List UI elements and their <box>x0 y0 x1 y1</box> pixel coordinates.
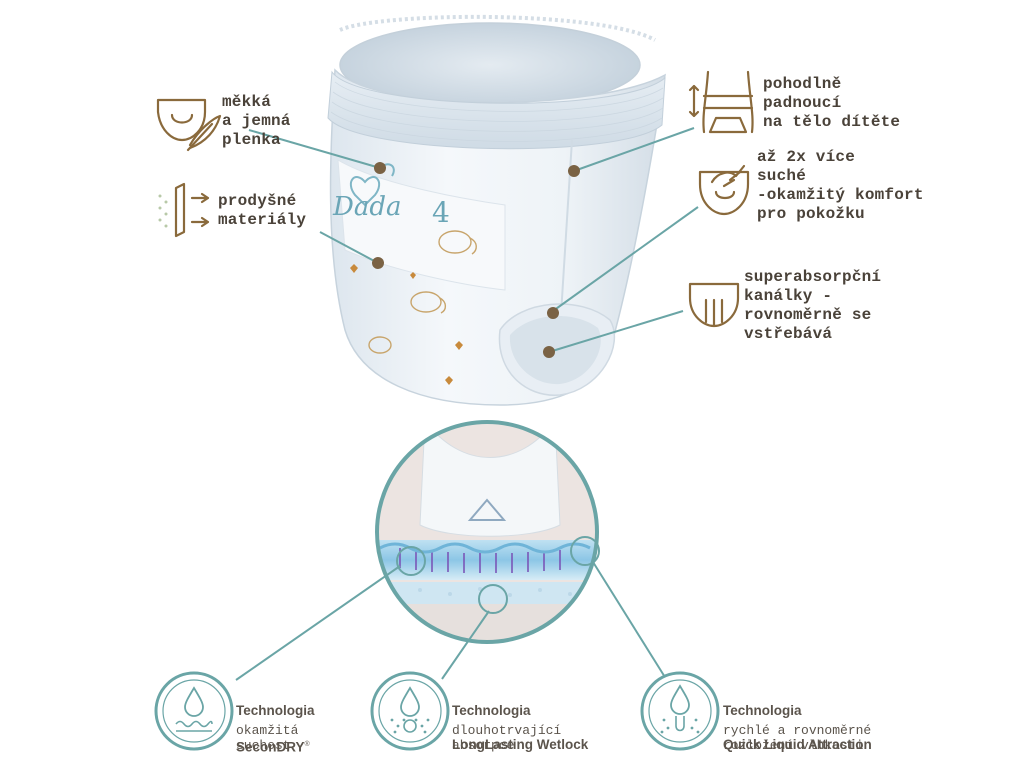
tech-quickliquid-title: Technologia Quick Liquid Attraction <box>723 703 872 752</box>
feature-breathable-label: prodyšné materiály <box>218 192 307 229</box>
tech-wetlock-desc: dlouhotrvající absorpce <box>452 723 562 753</box>
breathable-layer-icon <box>174 182 210 238</box>
tech-quickliquid-desc: rychlé a rovnoměrné rozložení vlhkosti <box>723 723 872 753</box>
tech-wetlock-title: Technologia LongLasting Wetlock <box>452 703 589 752</box>
breathable-dots <box>158 194 168 228</box>
tech-secondry-title: Technologia SeconDRY® <box>236 703 315 755</box>
feature-fit-label: pohodlně padnoucí na tělo dítěte <box>763 75 901 131</box>
size-number: 4 <box>432 196 450 229</box>
quick-liquid-drop-icon <box>640 671 720 751</box>
waist-fit-icon <box>688 70 754 134</box>
cross-section-view <box>375 420 600 644</box>
feature-soft-label: měkká a jemná plenka <box>222 93 291 149</box>
tech-secondry-desc: okamžitá suchost <box>236 723 299 753</box>
brand-name: Dada <box>333 192 402 222</box>
dry-hand-icon <box>698 164 750 216</box>
absorb-channels-icon <box>688 282 740 328</box>
callout-lines <box>235 127 699 683</box>
secondry-drop-icon <box>154 671 234 751</box>
feature-channels-label: superabsorpční kanálky - rovnoměrně se v… <box>744 268 882 343</box>
callout-dots <box>372 162 580 358</box>
brand-logo: Dada <box>333 192 402 222</box>
diaper-feather-icon <box>156 98 222 152</box>
wetlock-drop-icon <box>370 671 450 751</box>
feature-dry-label: až 2x více suché -okamžitý komfort pro p… <box>757 148 924 223</box>
